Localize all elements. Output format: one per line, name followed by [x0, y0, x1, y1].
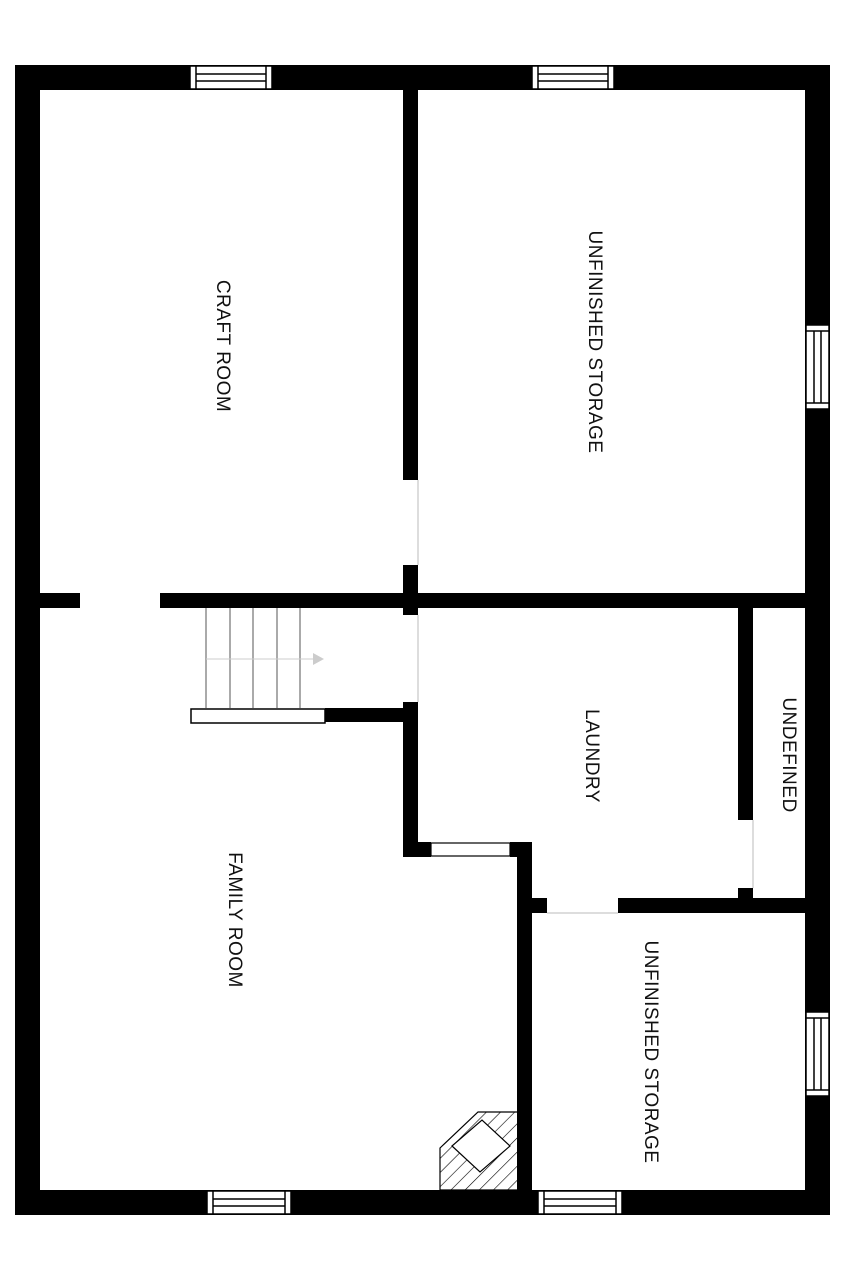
label-craft-room: CRAFT ROOM: [212, 279, 233, 413]
stairs: [190, 608, 326, 724]
window-top-left: [189, 65, 273, 90]
window-top-right: [531, 65, 615, 90]
exterior-walls: [15, 65, 830, 1215]
fireplace: [439, 1111, 519, 1191]
label-laundry: LAUNDRY: [581, 709, 602, 803]
window-bottom-left: [206, 1190, 292, 1215]
interior-walls: [38, 88, 808, 1212]
door-openings: [417, 480, 754, 914]
label-unfinished-storage-top: UNFINISHED STORAGE: [584, 230, 605, 454]
windows: [189, 65, 830, 1215]
window-right-upper: [805, 324, 830, 410]
stair-direction-arrow: [206, 653, 324, 665]
label-undefined: UNDEFINED: [778, 697, 799, 813]
label-family-room: FAMILY ROOM: [224, 852, 245, 988]
label-unfinished-storage-bottom: UNFINISHED STORAGE: [640, 940, 661, 1164]
window-right-lower: [805, 1011, 830, 1097]
window-bottom-right: [537, 1190, 623, 1215]
